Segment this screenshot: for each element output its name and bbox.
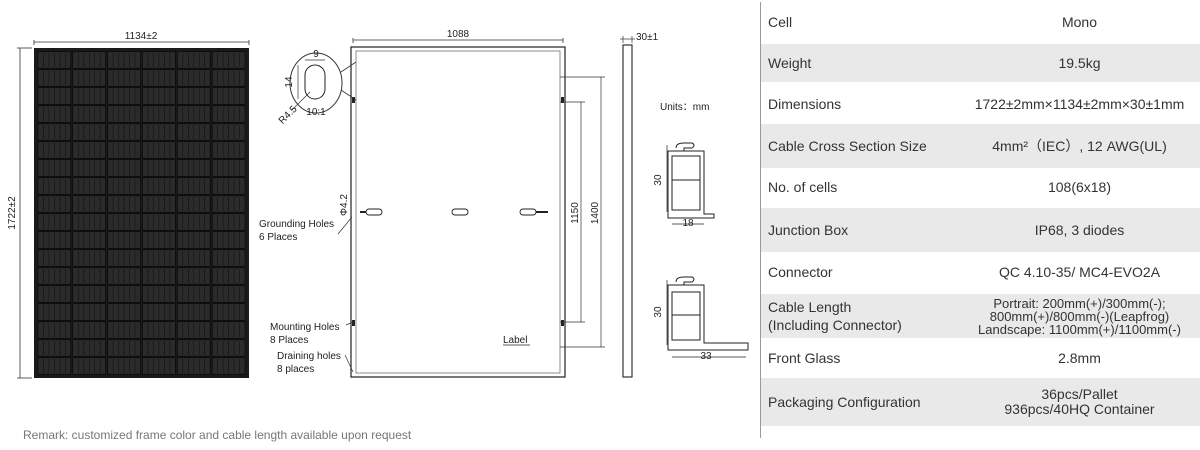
hole-diameter-dim: Φ4.2 xyxy=(339,194,350,216)
frame-profile-1 xyxy=(666,142,715,225)
front-view: 1134±2 1722±2 xyxy=(7,31,250,379)
profile1-height-dim: 30 xyxy=(653,174,664,186)
draining-holes-count: 8 places xyxy=(277,364,314,375)
profile2-width-dim: 33 xyxy=(700,351,712,362)
spec-key: Dimensions xyxy=(768,96,842,112)
spec-row: No. of cells 108(6x18) xyxy=(761,168,1200,206)
cell-grid xyxy=(37,51,246,375)
spec-value: 2.8mm xyxy=(1058,349,1101,366)
spec-key: Junction Box xyxy=(768,222,849,238)
units-label: Units：mm xyxy=(660,102,709,113)
hole-width-dim: 9 xyxy=(313,49,319,60)
spec-key: No. of cells xyxy=(768,179,838,195)
profile2-height-dim: 30 xyxy=(653,306,664,318)
spec-value: 19.5kg xyxy=(1058,54,1101,71)
grounding-holes xyxy=(360,208,548,216)
spec-row: Front Glass 2.8mm xyxy=(761,340,1200,376)
thickness-dim: 30±1 xyxy=(636,32,659,43)
spec-row: Cable Cross Section Size 4mm²（IEC）, 12 AW… xyxy=(761,124,1200,168)
spec-key: Weight xyxy=(768,55,812,71)
spec-value: 108(6x18) xyxy=(1047,178,1112,195)
spec-value: QC 4.10-35/ MC4-EVO2A xyxy=(998,263,1161,280)
spec-key: Front Glass xyxy=(768,350,841,366)
spec-key: Cable Cross Section Size xyxy=(768,138,927,154)
spec-value: IP68, 3 diodes xyxy=(1034,221,1125,238)
hole-radius-dim: R4.5 xyxy=(277,104,300,127)
dim-1400: 1400 xyxy=(590,201,601,224)
hole-scale: 10:1 xyxy=(306,107,326,118)
panel-side-profile xyxy=(622,44,633,378)
spec-row: Connector QC 4.10-35/ MC4-EVO2A xyxy=(761,252,1200,292)
spec-row: Cable Length(Including Connector) Portrai… xyxy=(761,294,1200,338)
grounding-holes-count: 6 Places xyxy=(259,232,297,243)
spec-row: Weight 19.5kg xyxy=(761,44,1200,82)
panel-back-frame xyxy=(350,46,566,378)
mounting-holes xyxy=(352,97,564,326)
spec-row: Cell Mono xyxy=(761,2,1200,42)
spec-value: 4mm²（IEC）, 12 AWG(UL) xyxy=(992,137,1167,154)
back-view: 1088 9 14 R4.5 10 xyxy=(259,29,605,378)
mounting-holes-count: 8 Places xyxy=(270,335,308,346)
dim-1150: 1150 xyxy=(570,202,581,224)
profile1-width-dim: 18 xyxy=(682,218,694,229)
back-width-dim: 1088 xyxy=(447,29,470,40)
spec-value: 1722±2mm×1134±2mm×30±1mm xyxy=(974,95,1185,112)
spec-key: Connector xyxy=(768,264,833,280)
grounding-holes-label: Grounding Holes xyxy=(259,219,334,230)
mounting-holes-label: Mounting Holes xyxy=(270,322,339,333)
spec-value: Mono xyxy=(1061,13,1098,30)
front-width-dim: 1134±2 xyxy=(125,31,158,42)
front-height-dim: 1722±2 xyxy=(7,196,18,230)
spec-key: Packaging Configuration xyxy=(768,394,921,410)
spec-key: Cell xyxy=(768,14,793,30)
spec-key: Cable Length(Including Connector) xyxy=(768,299,902,333)
frame-profile-2 xyxy=(666,276,749,358)
remark-text: Remark: customized frame color and cable… xyxy=(23,428,412,442)
hole-detail xyxy=(289,52,357,114)
side-view: 30±1 xyxy=(620,32,659,378)
hole-height-dim: 14 xyxy=(284,76,295,88)
label-marker: Label xyxy=(503,335,527,346)
technical-drawing: 1134±2 1722±2 1088 xyxy=(7,29,749,379)
spec-value: Portrait: 200mm(+)/300mm(-);800mm(+)/800… xyxy=(978,295,1181,337)
spec-row: Junction Box IP68, 3 diodes xyxy=(761,208,1200,252)
draining-holes-label: Draining holes xyxy=(277,351,341,362)
spec-row: Dimensions 1722±2mm×1134±2mm×30±1mm xyxy=(761,84,1200,124)
